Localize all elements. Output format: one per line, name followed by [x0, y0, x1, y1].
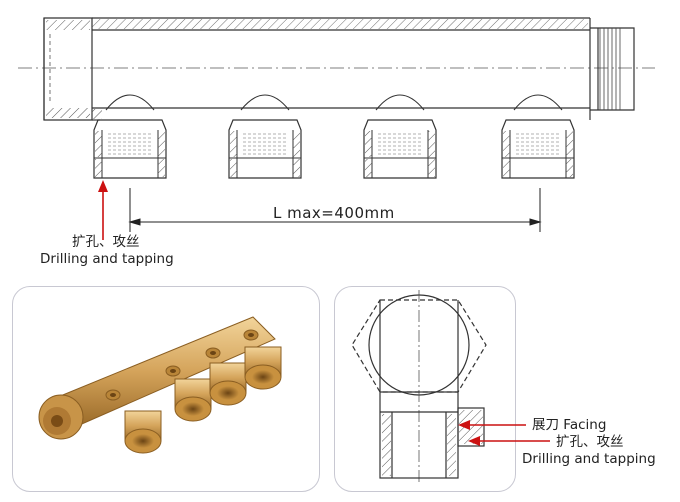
- outlet-port: [501, 94, 575, 179]
- outlet-ports: [93, 94, 575, 179]
- section-callout-cn: 扩孔、攻丝: [556, 434, 624, 450]
- product-photo-panel: [12, 286, 320, 492]
- end-section-panel: [334, 286, 516, 492]
- brass-manifold-photo: [38, 316, 282, 454]
- brass-outlet: [243, 329, 282, 390]
- facing-label: 展刀 Facing: [532, 417, 607, 433]
- main-callout-en: Drilling and tapping: [40, 251, 174, 267]
- dimension-label: L max=400mm: [273, 204, 395, 222]
- brass-outlet: [165, 365, 212, 422]
- main-callout-cn: 扩孔、攻丝: [72, 234, 140, 250]
- outlet-port: [363, 94, 437, 179]
- manifold-body: [43, 17, 635, 121]
- outlet-port: [228, 94, 302, 179]
- outlet-port: [93, 94, 167, 179]
- manifold-section-drawing: [18, 17, 655, 240]
- section-callout-en: Drilling and tapping: [522, 451, 656, 467]
- dimension-line: [128, 188, 542, 232]
- brass-outlet: [205, 347, 247, 406]
- brass-outlet: [105, 389, 162, 454]
- drilling-arrow: [98, 180, 108, 240]
